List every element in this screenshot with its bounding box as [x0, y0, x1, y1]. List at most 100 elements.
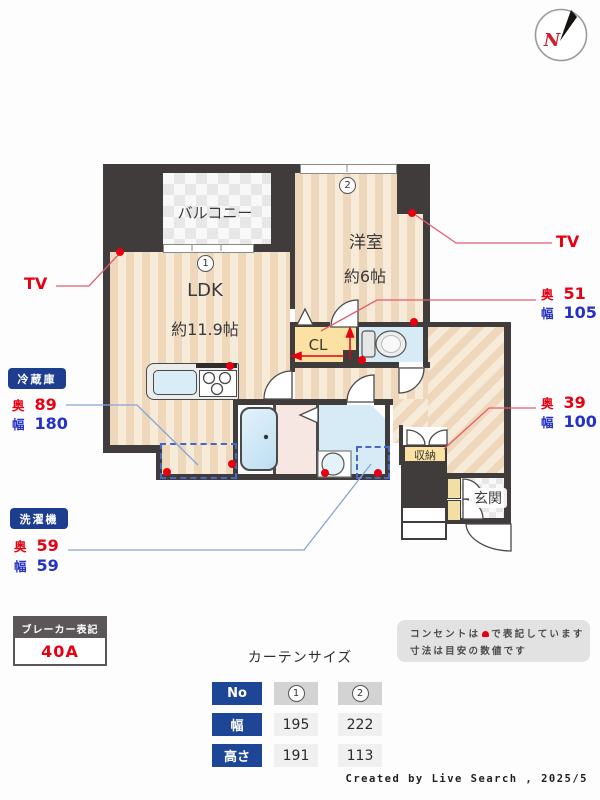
- shoe-cabinet-1: [447, 478, 461, 499]
- storage-label: 収納: [414, 449, 436, 462]
- storage-width-value: 100: [563, 412, 597, 431]
- wall-entrance-bottom: [447, 518, 511, 524]
- breaker-value: 40A: [41, 641, 79, 661]
- curtain-header-no: No: [212, 682, 262, 705]
- curtain-unit-2: 2: [338, 682, 382, 705]
- wall-under-balcony: [252, 244, 295, 252]
- ldk-number-circle: 1: [197, 255, 214, 272]
- storage-width-key: 幅: [541, 415, 554, 430]
- washbasin: [317, 450, 352, 478]
- bedroom-folding-door-mark: [295, 307, 315, 326]
- wall-ldk-bedroom-divider: [290, 247, 295, 309]
- wall-bath-left: [233, 399, 238, 480]
- storage-depth-value: 39: [563, 393, 586, 412]
- bedroom-size-label: 約6帖: [343, 267, 387, 286]
- storage-box: [403, 445, 447, 463]
- washer-depth-value: 59: [36, 536, 59, 555]
- wall-bath-top-left: [233, 399, 347, 405]
- fridge-depth-value: 89: [34, 395, 57, 414]
- wall-entrance-top: [428, 473, 511, 478]
- bedroom-label: 洋室: [349, 233, 383, 253]
- tv-right-line: [413, 213, 552, 244]
- entrance-label: 玄関: [469, 488, 507, 508]
- compass-needle: [560, 10, 577, 41]
- fridge-depth: 奥 89: [12, 395, 57, 414]
- wall-corridor-right: [504, 322, 511, 527]
- curtain-header-width: 幅: [212, 713, 262, 736]
- wall-balcony-right-block: [271, 164, 295, 247]
- storage-dim-line: [443, 407, 536, 450]
- wall-bath-bottom: [233, 474, 390, 480]
- washer-dashed-box: [356, 446, 390, 479]
- balcony-floor: [163, 173, 271, 245]
- washer-depth: 奥 59: [14, 536, 59, 555]
- storage-depth-key: 奥: [541, 396, 554, 411]
- entrance-door: [465, 523, 512, 552]
- ldk-size-label: 約11.9帖: [171, 320, 239, 339]
- tv-left-line: [56, 252, 121, 287]
- washer-width-value: 59: [36, 556, 59, 575]
- storage-depth: 奥 39: [541, 393, 586, 412]
- bath-folding-door-mark: [298, 405, 319, 425]
- closet-depth-key: 奥: [541, 287, 554, 302]
- ldk-door: [263, 370, 293, 400]
- fridge-dashed-box: [160, 443, 237, 479]
- compass: [534, 8, 588, 62]
- curtain-title: カーテンサイズ: [247, 650, 353, 666]
- fridge-width-key: 幅: [12, 417, 25, 432]
- closet-dim-arrows: [289, 325, 355, 361]
- wall-nook-left: [156, 449, 162, 480]
- storage-door-right: [428, 429, 448, 446]
- closet-depth: 奥 51: [541, 284, 586, 303]
- bedroom-number-circle: 2: [339, 177, 356, 194]
- toilet-fixture: [361, 330, 407, 358]
- outlet-symbol-icon: [482, 631, 490, 637]
- tv-left-label: TV: [24, 274, 48, 293]
- washer-width-key: 幅: [14, 559, 27, 574]
- notes-line-1: コンセントはで表記しています: [410, 626, 590, 643]
- wall-storage-left: [399, 425, 403, 465]
- closet-depth-value: 51: [563, 284, 586, 303]
- shoe-cabinet-2: [447, 500, 461, 521]
- balcony-window: [163, 244, 254, 253]
- wall-pink-washroom-divider: [316, 405, 319, 474]
- bathtub-drain: [263, 434, 269, 440]
- balcony-label: バルコニー: [177, 204, 253, 222]
- door-arcs: [263, 299, 512, 552]
- kitchen-sink: [153, 370, 197, 395]
- breaker-title: ブレーカー表記: [15, 618, 105, 638]
- wall-ldk-bottom: [103, 445, 162, 453]
- curtain-header-height: 高さ: [212, 744, 262, 767]
- bathtub: [240, 407, 278, 471]
- meter-box-2: [401, 521, 447, 540]
- stove-burners: [202, 371, 232, 396]
- curtain-unit-2-circle: 2: [351, 685, 369, 702]
- notes-line-2: 寸法は目安の数値です: [410, 646, 528, 657]
- notes-line1-after: で表記しています: [491, 629, 585, 640]
- washer-line: [68, 463, 372, 551]
- wall-bedroom-right: [423, 164, 430, 327]
- washer-depth-key: 奥: [14, 539, 27, 554]
- washroom-door: [346, 374, 375, 403]
- fridge-badge: 冷蔵庫: [8, 368, 66, 389]
- credit-text: Created by Live Search , 2025/5: [345, 773, 588, 785]
- washer-width: 幅 59: [14, 556, 59, 575]
- bedroom-window: [300, 164, 397, 174]
- outlet-dots: [116, 209, 418, 477]
- wall-top: [103, 164, 430, 173]
- wall-closet-toilet-divider: [356, 327, 359, 350]
- closet-label: CL: [308, 336, 328, 354]
- tv-right-label: TV: [556, 232, 580, 251]
- fridge-nook-floor: [162, 445, 237, 474]
- curtain-width-1: 195: [274, 713, 318, 736]
- closet-width-key: 幅: [541, 306, 554, 321]
- wall-washroom-right: [385, 405, 390, 480]
- leader-lines: [56, 213, 552, 551]
- washer-badge: 洗濯機: [10, 508, 68, 529]
- wall-bedroom-corner-block: [397, 173, 423, 214]
- curtain-height-1: 191: [274, 744, 318, 767]
- notes-box: コンセントはで表記しています 寸法は目安の数値です: [397, 620, 590, 662]
- wall-closet-left: [290, 322, 295, 372]
